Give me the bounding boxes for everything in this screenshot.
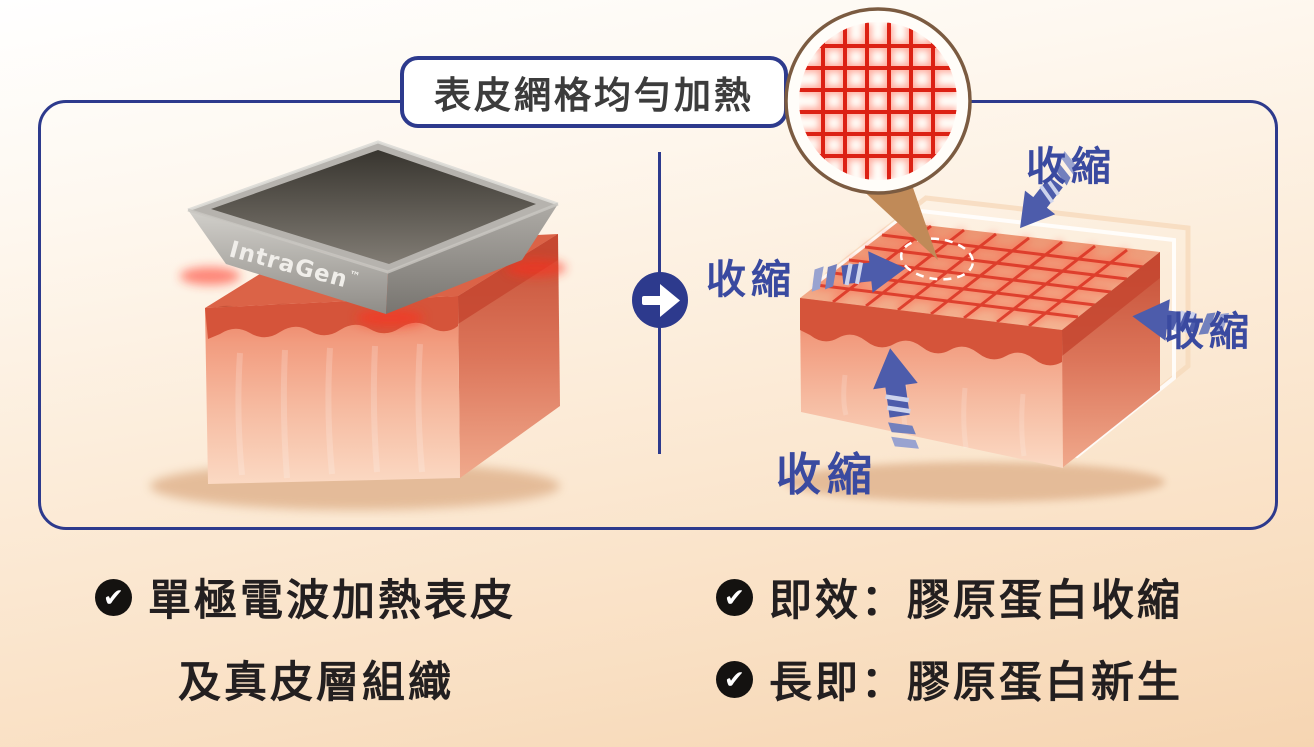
ground-shadow: [785, 462, 1165, 502]
shrink-arrow-bottom: [873, 348, 919, 449]
page-title: 表皮網格均勻加熱: [434, 74, 754, 117]
shrink-label-top: 收縮: [1026, 144, 1116, 190]
bullet-text-right-1: 即效：膠原蛋白收縮: [769, 576, 1183, 626]
skin-striations: [235, 343, 425, 479]
device-right-wall: [386, 204, 558, 314]
right-arrow-icon: [642, 284, 680, 317]
bullet-right-line2: ✔ 長即：膠原蛋白新生: [716, 648, 1183, 710]
shrink-label-left: 收縮: [706, 257, 796, 303]
shrink-arrow-left: [811, 251, 906, 293]
bullet-left-line1: ✔ 單極電波加熱表皮: [95, 566, 516, 628]
shrinking-skin-illustration: [785, 195, 1191, 502]
bullet-text-left-1: 單極電波加熱表皮: [148, 576, 516, 626]
skin-front-face: [205, 296, 460, 484]
intragen-device: IntraGen™: [187, 140, 559, 314]
heat-glow: [180, 259, 566, 327]
skin-block: [800, 222, 1160, 468]
check-icon: ✔: [95, 578, 132, 616]
check-icon: ✔: [716, 578, 753, 616]
bullet-right-line1: ✔ 即效：膠原蛋白收縮: [716, 566, 1183, 628]
check-icon: ✔: [716, 660, 753, 698]
transition-arrow-badge: [632, 272, 688, 328]
magnifier-circle: [784, 7, 972, 195]
skin-block: [205, 234, 560, 484]
shrink-label-bottom: 收縮: [776, 448, 879, 501]
dermis-band: [800, 298, 1062, 366]
device-cavity: [211, 150, 536, 264]
intragen-on-skin-illustration: IntraGen™: [150, 140, 566, 510]
bullet-left-line2: 及真皮層組織: [178, 648, 454, 710]
bullet-text-left-2: 及真皮層組織: [178, 658, 454, 708]
bullet-text-right-2: 長即：膠原蛋白新生: [769, 658, 1183, 708]
magnifier: [784, 7, 972, 260]
shrink-arrow-top: [1020, 151, 1078, 229]
shrink-arrow-right: [1132, 299, 1230, 341]
shrink-label-right: 收縮: [1164, 309, 1254, 355]
device-front-wall: [188, 210, 388, 314]
skin-side-face: [1062, 252, 1160, 468]
title-pill: 表皮網格均勻加熱: [400, 56, 788, 128]
